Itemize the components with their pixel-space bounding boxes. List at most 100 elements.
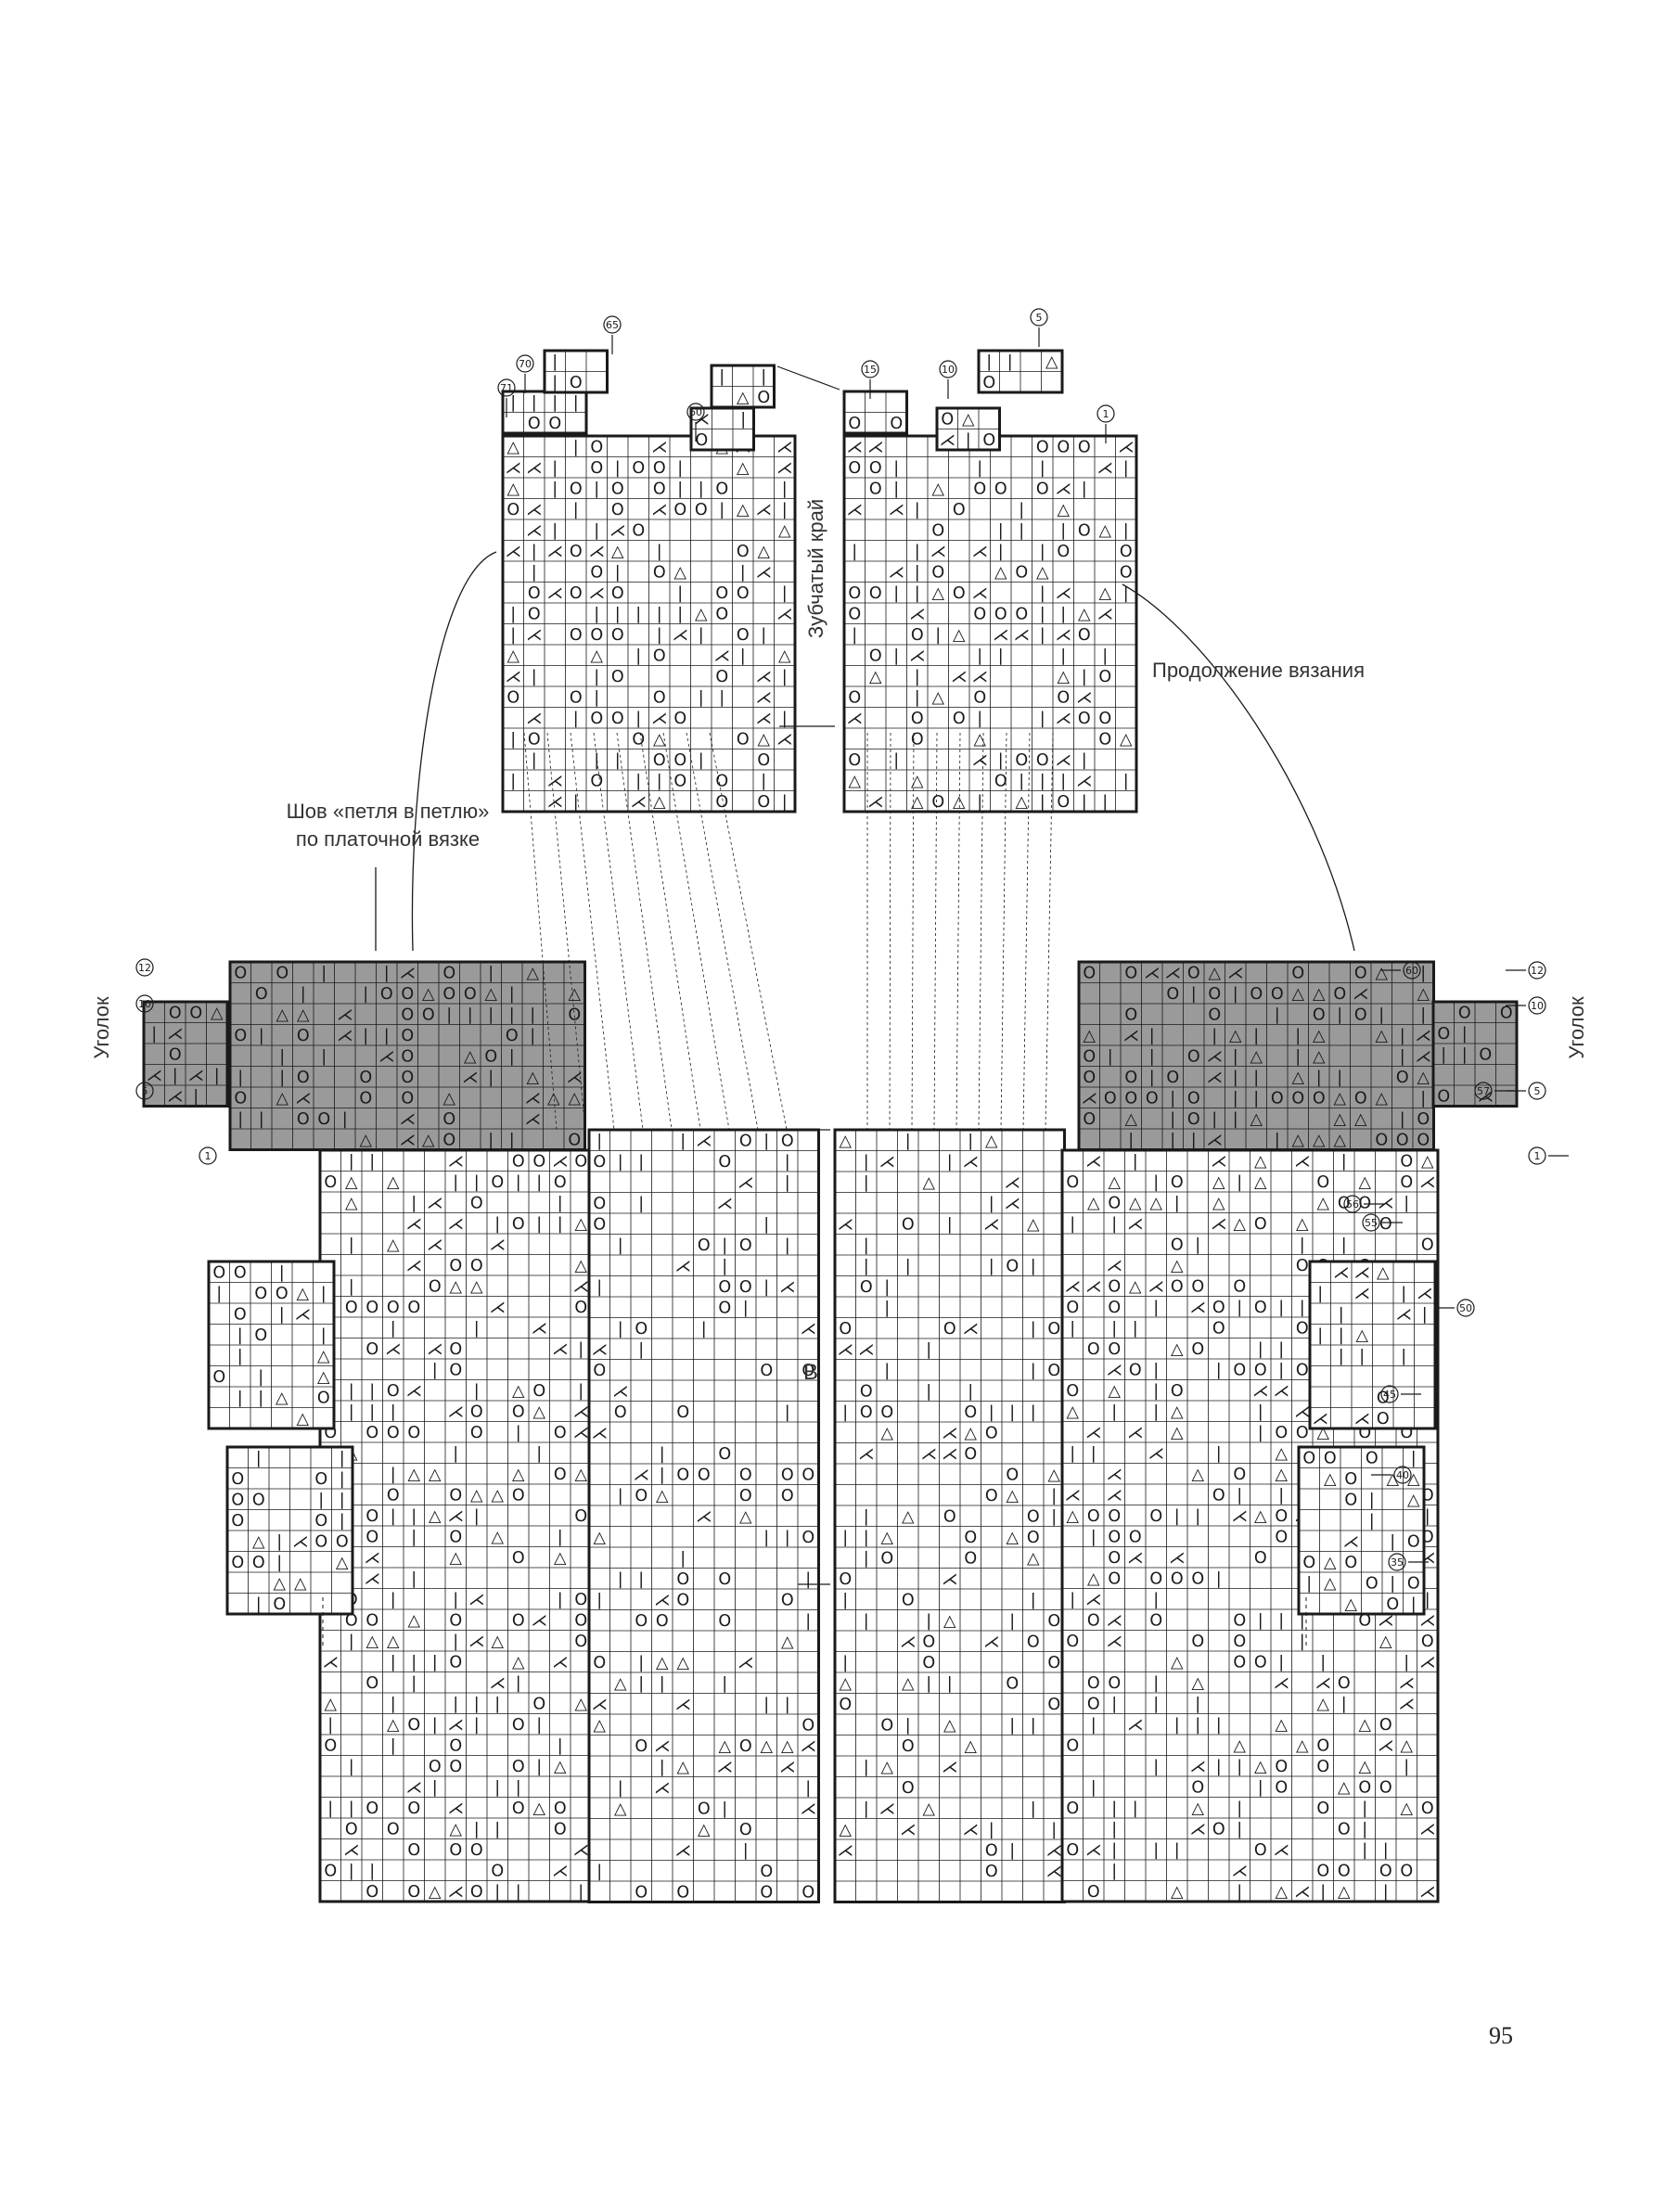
stitch-symbol: O xyxy=(442,1110,455,1129)
stitch-symbol: | xyxy=(516,1779,521,1798)
stitch-symbol: △ xyxy=(443,1090,456,1108)
stitch-symbol: | xyxy=(785,1403,790,1422)
stitch-symbol: ⋌ xyxy=(546,543,563,561)
stitch-symbol: ⋌ xyxy=(505,668,521,686)
stitch-symbol: ⋌ xyxy=(837,1216,853,1235)
stitch-symbol: ⋌ xyxy=(1294,1403,1311,1422)
stitch-symbol: O xyxy=(231,1512,244,1531)
stitch-symbol: △ xyxy=(252,1533,265,1552)
stitch-symbol: | xyxy=(989,1821,994,1839)
stitch-symbol: △ xyxy=(962,411,975,429)
stitch-symbol: O xyxy=(1417,1132,1430,1150)
row-marker-60-text: 60 xyxy=(689,406,702,418)
stitch-symbol: | xyxy=(1320,1883,1326,1902)
stitch-symbol: | xyxy=(893,584,899,603)
guide-line xyxy=(911,732,915,1131)
stitch-symbol: O xyxy=(653,751,666,770)
stitch-symbol: | xyxy=(719,368,725,387)
stitch-symbol: | xyxy=(977,647,982,666)
stitch-symbol: | xyxy=(998,522,1004,541)
guide-line xyxy=(978,732,984,1131)
stitch-symbol: | xyxy=(1369,1512,1375,1531)
stitch-symbol: ⋌ xyxy=(1064,1278,1081,1297)
stitch-symbol: O xyxy=(760,1863,773,1881)
stitch-symbol: ⋌ xyxy=(900,1821,917,1839)
stitch-symbol: ⋌ xyxy=(146,1067,162,1085)
stitch-symbol: O xyxy=(1108,1570,1121,1589)
stitch-symbol: △ xyxy=(345,1173,358,1192)
stitch-symbol: ⋌ xyxy=(1055,710,1071,728)
stitch-symbol: O xyxy=(568,1006,581,1025)
stitch-symbol: O xyxy=(1191,1278,1204,1297)
stitch-symbol: O xyxy=(848,415,861,433)
stitch-symbol: ⋌ xyxy=(399,1110,416,1129)
stitch-symbol: | xyxy=(432,1654,438,1672)
stitch-symbol: O xyxy=(1129,1529,1142,1547)
stitch-symbol: △ xyxy=(1027,1550,1040,1569)
guide-line xyxy=(955,732,961,1131)
stitch-symbol: △ xyxy=(737,459,750,478)
stitch-symbol: | xyxy=(391,1466,396,1484)
stitch-symbol: ⋌ xyxy=(800,1800,816,1819)
stitch-symbol: ⋌ xyxy=(1169,1549,1186,1568)
stitch-symbol: O xyxy=(1047,1696,1060,1714)
stitch-symbol: | xyxy=(1216,1758,1222,1776)
stitch-symbol: | xyxy=(369,1863,375,1881)
stitch-symbol: O xyxy=(365,1340,378,1359)
stitch-symbol: O xyxy=(512,1403,525,1422)
stitch-symbol: O xyxy=(718,1153,731,1172)
stitch-symbol: | xyxy=(680,1550,686,1569)
stitch-symbol: ⋌ xyxy=(1312,1410,1328,1428)
stitch-symbol: O xyxy=(1047,1654,1060,1672)
stitch-symbol: O xyxy=(365,1529,378,1547)
stitch-symbol: | xyxy=(660,1759,665,1777)
stitch-symbol: ⋌ xyxy=(447,1215,464,1234)
stitch-symbol: ⋌ xyxy=(526,626,543,645)
stitch-symbol: | xyxy=(1258,1424,1263,1442)
stitch-symbol: △ xyxy=(345,1195,358,1213)
stitch-symbol: O xyxy=(839,1320,852,1338)
stitch-symbol: O xyxy=(470,1403,483,1422)
stitch-symbol: △ xyxy=(274,1575,287,1594)
corner-right-shaded xyxy=(1077,960,1435,1151)
stitch-symbol: ⋌ xyxy=(524,1110,541,1129)
stitch-symbol: | xyxy=(510,606,516,624)
stitch-symbol: O xyxy=(611,501,624,519)
stitch-symbol: O xyxy=(718,1300,731,1318)
stitch-symbol: | xyxy=(1462,1046,1468,1065)
stitch-symbol: | xyxy=(1300,1633,1305,1651)
stitch-symbol: | xyxy=(1359,1348,1365,1366)
stitch-symbol: | xyxy=(677,606,683,624)
stitch-symbol: | xyxy=(558,1195,563,1213)
stitch-symbol: ⋌ xyxy=(546,584,563,603)
stitch-symbol: ⋌ xyxy=(427,1340,443,1359)
stitch-symbol: | xyxy=(552,353,558,372)
stitch-symbol: | xyxy=(596,1278,602,1297)
stitch-symbol: | xyxy=(594,668,599,686)
stitch-symbol: | xyxy=(1411,1595,1417,1614)
stitch-symbol: △ xyxy=(1276,1883,1289,1902)
stitch-symbol: | xyxy=(321,965,327,983)
stitch-symbol: O xyxy=(1083,1110,1096,1129)
stitch-symbol: ⋌ xyxy=(971,543,988,561)
stitch-symbol: O xyxy=(429,1278,442,1297)
stitch-symbol: △ xyxy=(719,1737,732,1756)
stitch-symbol: △ xyxy=(1234,1737,1247,1756)
stitch-symbol: | xyxy=(1070,1591,1075,1609)
stitch-symbol: ⋌ xyxy=(674,1696,691,1714)
stitch-symbol: O xyxy=(314,1470,327,1489)
stitch-symbol: △ xyxy=(1354,1110,1367,1129)
stitch-symbol: ⋌ xyxy=(489,1299,506,1317)
corner-label-left: Уголок xyxy=(90,996,113,1059)
stitch-symbol: O xyxy=(554,1466,567,1484)
stitch-symbol: | xyxy=(369,1403,375,1422)
stitch-symbol: O xyxy=(802,1467,814,1485)
stitch-symbol: ⋌ xyxy=(1096,606,1113,624)
stitch-symbol: ⋌ xyxy=(552,1863,569,1881)
stitch-symbol: ⋌ xyxy=(942,1445,958,1464)
stitch-symbol: | xyxy=(864,1550,869,1569)
stitch-symbol: O xyxy=(365,1800,378,1818)
stitch-symbol: O xyxy=(1366,1450,1379,1468)
stitch-symbol: ⋌ xyxy=(1415,1048,1431,1067)
stitch-symbol: ⋌ xyxy=(1055,751,1071,770)
